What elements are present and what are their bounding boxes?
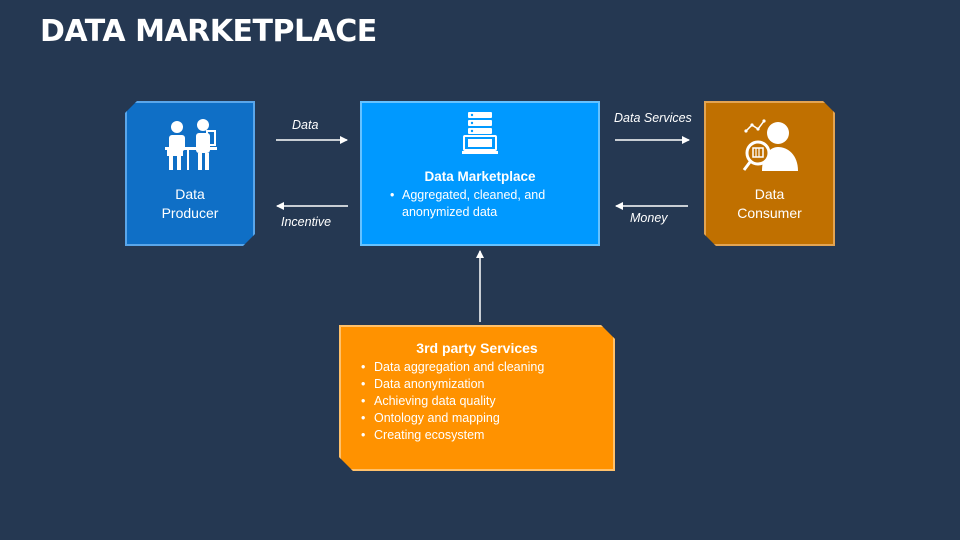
consumer-label-line2: Consumer bbox=[737, 205, 802, 221]
list-item: Ontology and mapping bbox=[361, 410, 544, 427]
marketplace-bullet-list: Aggregated, cleaned, and anonymized data bbox=[390, 187, 545, 221]
data-services-arrow-label: Data Services bbox=[614, 111, 692, 125]
producer-label-line1: Data bbox=[175, 186, 205, 202]
third-party-title: 3rd party Services bbox=[416, 340, 538, 356]
list-item: Data anonymization bbox=[361, 376, 544, 393]
people-at-desk-icon bbox=[163, 119, 219, 171]
marketplace-bullet: Aggregated, cleaned, and bbox=[390, 187, 545, 204]
data-marketplace-box: Data Marketplace Aggregated, cleaned, an… bbox=[360, 101, 600, 246]
third-party-services-box: 3rd party Services Data aggregation and … bbox=[339, 325, 615, 471]
marketplace-bullet-continuation: anonymized data bbox=[402, 205, 498, 219]
data-producer-box: Data Producer bbox=[125, 101, 255, 246]
list-item: Achieving data quality bbox=[361, 393, 544, 410]
incentive-arrow-label: Incentive bbox=[281, 215, 332, 229]
page-title: DATA MARKETPLACE bbox=[40, 14, 377, 49]
list-item: Creating ecosystem bbox=[361, 427, 544, 444]
money-arrow-label: Money bbox=[630, 211, 668, 225]
marketplace-title: Data Marketplace bbox=[424, 169, 536, 184]
data-consumer-box: Data Consumer bbox=[704, 101, 835, 246]
consumer-label-line1: Data bbox=[754, 186, 785, 202]
third-party-list: Data aggregation and cleaning Data anony… bbox=[361, 359, 544, 444]
data-arrow-label: Data bbox=[292, 118, 319, 132]
server-computer-icon bbox=[462, 112, 498, 154]
producer-label-line2: Producer bbox=[161, 205, 219, 221]
person-magnifier-icon bbox=[742, 117, 800, 173]
list-item: Data aggregation and cleaning bbox=[361, 359, 544, 376]
